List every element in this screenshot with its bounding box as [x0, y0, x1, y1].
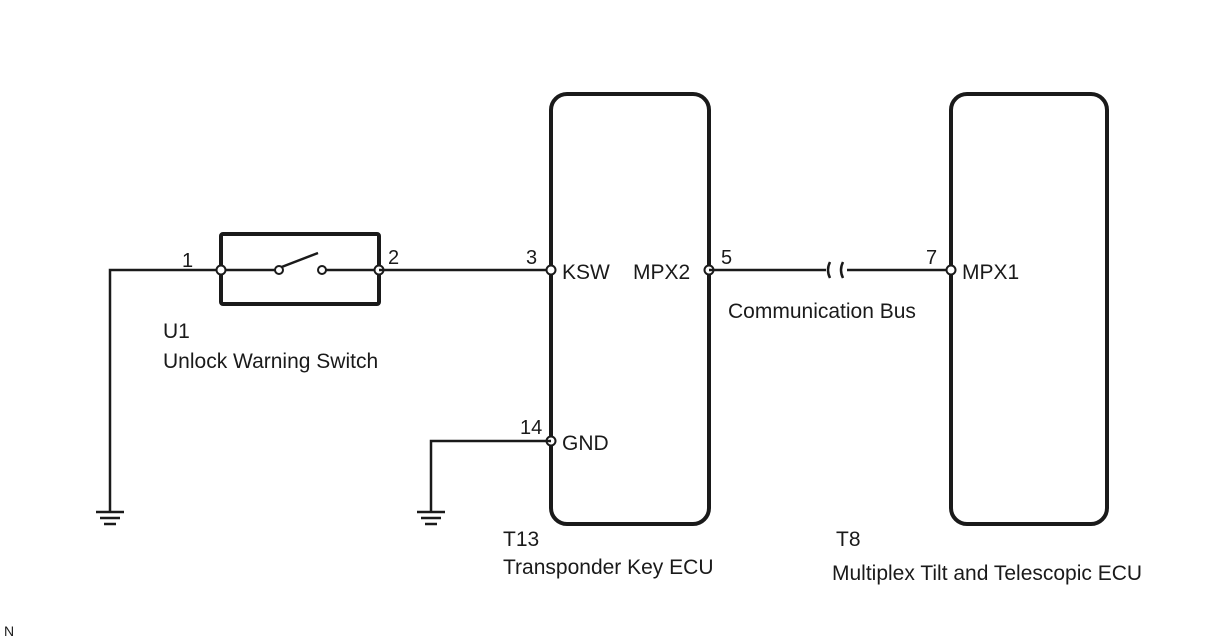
mpx1-pin-number: 7 [926, 247, 937, 269]
wire-switch-to-ground [108, 268, 221, 512]
transponder-ecu-code: T13 [503, 528, 539, 551]
mpx1-pin-label: MPX1 [962, 261, 1019, 284]
ksw-pin-number: 3 [526, 247, 537, 269]
ksw-pin-node [545, 264, 557, 276]
gnd-pin-label: GND [562, 432, 609, 455]
bus-label: Communication Bus [728, 300, 916, 323]
mpx2-pin-label: MPX2 [633, 261, 690, 284]
wire-break-icon [826, 261, 845, 279]
gnd-pin-number: 14 [520, 417, 542, 439]
corner-mark: N [4, 623, 14, 639]
switch-code: U1 [163, 320, 190, 343]
transponder-ecu-body [549, 92, 711, 526]
switch-pin-1-label: 1 [182, 250, 193, 272]
ground-symbol-ecu [417, 510, 445, 526]
transponder-ecu-name: Transponder Key ECU [503, 556, 713, 579]
wire-gnd-to-ground [429, 439, 551, 512]
switch-contact-icon [221, 251, 379, 275]
multiplex-ecu-code: T8 [836, 528, 861, 551]
ksw-pin-label: KSW [562, 261, 610, 284]
multiplex-ecu-body [949, 92, 1109, 526]
switch-pin-2-label: 2 [388, 247, 399, 269]
multiplex-ecu-name: Multiplex Tilt and Telescopic ECU [832, 562, 1142, 585]
mpx1-pin-node [945, 264, 957, 276]
switch-pin-1-node [215, 264, 227, 276]
switch-name: Unlock Warning Switch [163, 350, 378, 373]
mpx2-pin-number: 5 [721, 247, 732, 269]
ground-symbol-switch [96, 510, 124, 526]
